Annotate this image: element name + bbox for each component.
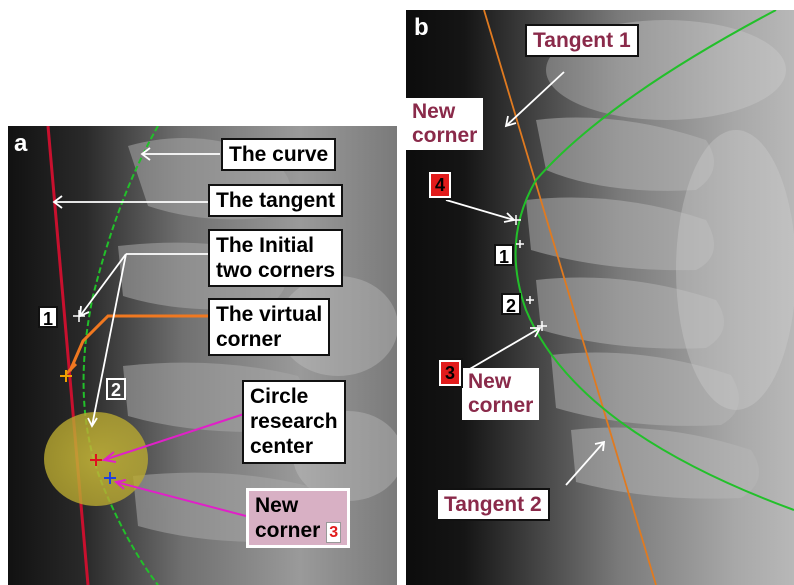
corner-number-3-b: 3 [437,358,463,388]
tangent-2-label: Tangent 2 [436,488,550,521]
new-corner-number-a: 3 [326,522,341,543]
tangent-label: The tangent [208,184,343,217]
tangent-1-label: Tangent 1 [525,24,639,57]
corner-number-4-b: 4 [427,170,453,200]
panel-a-xray: a The curve The tangent The Initial two … [8,126,397,585]
panel-b-xray: b Tangent 1 New corner New corner Tangen… [406,10,794,585]
panel-b-letter: b [414,14,429,42]
new-corner-label-top: New corner [406,98,483,150]
corner-number-2-b: 2 [501,293,521,315]
corner-number-1-b: 1 [494,244,514,266]
new-corner-label-a: New corner 3 [246,488,350,548]
panel-a-letter: a [14,130,27,158]
initial-corners-label: The Initial two corners [208,229,343,287]
virtual-corner-label: The virtual corner [208,298,330,356]
corner-number-1-a: 1 [38,306,58,328]
corner-number-2-a: 2 [106,378,126,400]
new-corner-label-bottom: New corner [462,368,539,420]
curve-label: The curve [221,138,336,171]
circle-research-center-label: Circle research center [242,380,346,464]
